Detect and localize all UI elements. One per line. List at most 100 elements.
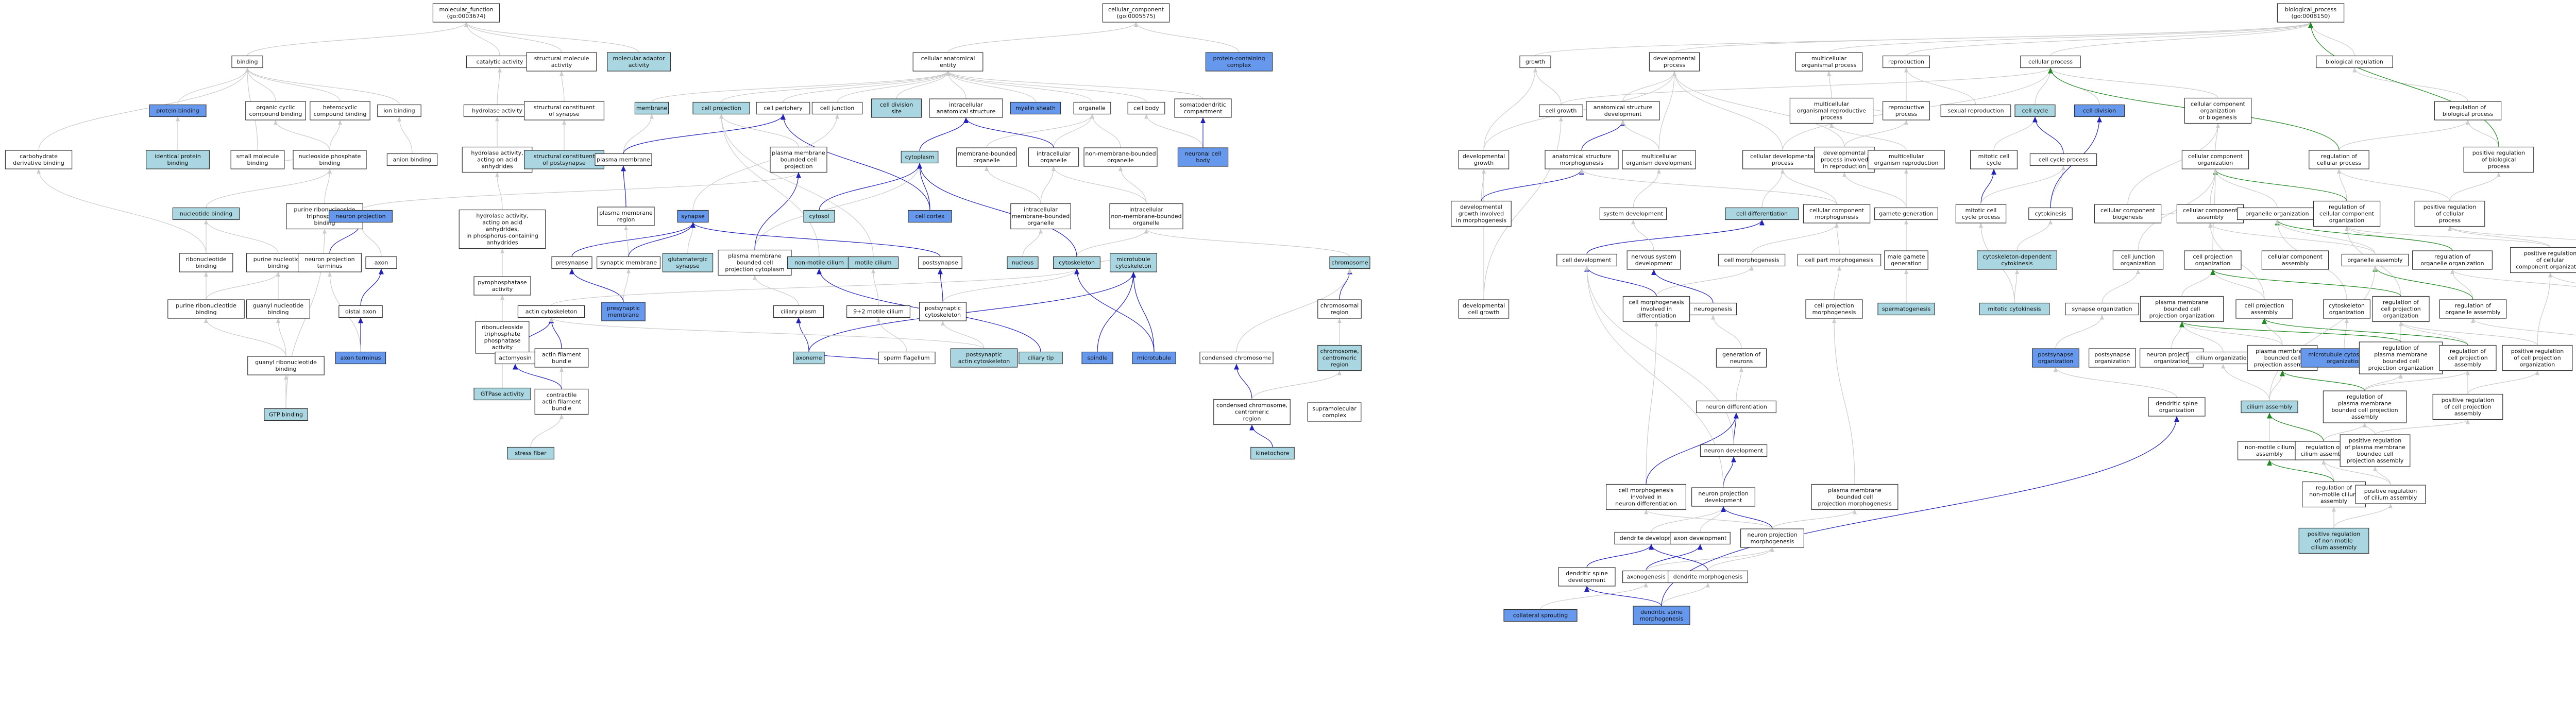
node-label: postsynapse [922,260,958,266]
edge-part-of [1586,219,1765,254]
node-label-line: cellular_component [1108,6,1164,13]
edge-part-of [513,364,562,389]
node-label-line: dendrite development [1620,535,1683,542]
node-growth: growth [1519,55,1551,68]
node-label-line: actin filament [542,351,582,358]
node-box [1670,531,1731,545]
node-label: 9+2 motile cilium [853,308,904,315]
node-label-line: protein binding [156,108,199,114]
node-cell-morphogenesis: cell morphogenesis [1718,253,1786,267]
node-box [597,207,655,226]
node-box [2184,250,2242,270]
node-box [2412,250,2493,270]
node-label-line: assembly [2251,309,2278,316]
node-label-line: (go:0005575) [1117,13,1156,20]
node-label-line: nervous system [1631,253,1676,260]
node-label: spermatogenesis [1882,306,1931,313]
node-label: cellular process [2028,59,2073,65]
node-label-line: structural constituent [534,153,596,160]
node-label-line: region [1331,362,1349,368]
edge-part-of [1586,544,1654,568]
node-label-line: actin cytoskeleton [958,358,1010,365]
node-label: binding [236,59,258,65]
node-box [1503,609,1578,622]
node-label-line: process [1895,111,1918,117]
node-label-line: morphogenesis [1812,309,1856,316]
edge-is-a [38,67,249,151]
node-label-line: acting on acid [477,157,517,163]
node-box [2014,104,2056,117]
node-box [595,153,652,166]
edge-is-a [2338,119,2470,151]
node-label: neuron development [1704,448,1764,454]
node-label: hydrolase activity [472,108,522,114]
node-label-line: dendritic spine [2156,400,2198,407]
edge-is-a [2014,269,2019,303]
node-label-line: system development [1603,211,1664,217]
edge-is-a [397,116,413,154]
edge-is-a [206,168,332,208]
node-axon-terminus: axon terminus [335,351,386,365]
edge-is-a [2363,422,2376,435]
node-label-line: organization [2095,358,2130,365]
node-label-line: bounded cell [737,260,773,266]
node-box [596,256,660,269]
edge-is-a [1621,119,1659,151]
node-box [1205,52,1273,72]
node-label: anion binding [393,157,432,163]
node-label-line: cell division [880,101,913,108]
node-label-line: chromosome, [1320,348,1359,355]
node-box [1458,299,1510,319]
node-box [677,210,709,223]
node-box [919,302,967,321]
edge-is-a [245,67,341,102]
node-label-line: process [2439,217,2461,224]
node-label-line: cell body [1133,105,1159,112]
node-label-line: bounded cell [2164,306,2200,313]
node-label: sexual reproduction [1947,108,2004,114]
node-label-line: neuron differentiation [1705,404,1767,410]
node-box [1317,299,1362,319]
node-box [297,253,362,272]
node-label-line: assembly [2197,214,2224,220]
node-box [1599,207,1667,220]
node-label-line: projection organization [2149,313,2215,319]
node-box [848,256,899,269]
node-label-line: ciliary plasm [781,308,817,315]
node-label: axon [375,260,388,266]
node-condensed-chromosome: condensed chromosome [1199,351,1274,365]
edge-is-a [1904,67,1976,105]
node-label-line: regulation of [2321,153,2358,160]
node-label-line: membrane-bounded [1012,213,1070,220]
edge-is-a [1481,168,1486,201]
edge-is-a [1781,168,1837,205]
node-label-line: binding [236,59,258,65]
node-label-line: microtubule [1116,256,1150,263]
node-microtubule: microtubule [1132,351,1176,365]
edge-is-a [2035,67,2053,105]
node-label-line: activity [551,62,572,68]
node-label: ciliary plasm [781,308,817,315]
edge-is-a [1993,116,2037,151]
edge-is-a [623,268,631,303]
node-label-line: biological regulation [2326,59,2383,65]
node-label-line: anhydrides [481,163,513,170]
node-label-line: postsynapse [2038,351,2073,358]
node-label-line: chromosomal [1320,302,1359,309]
node-label-line: cellular anatomical [921,55,975,62]
